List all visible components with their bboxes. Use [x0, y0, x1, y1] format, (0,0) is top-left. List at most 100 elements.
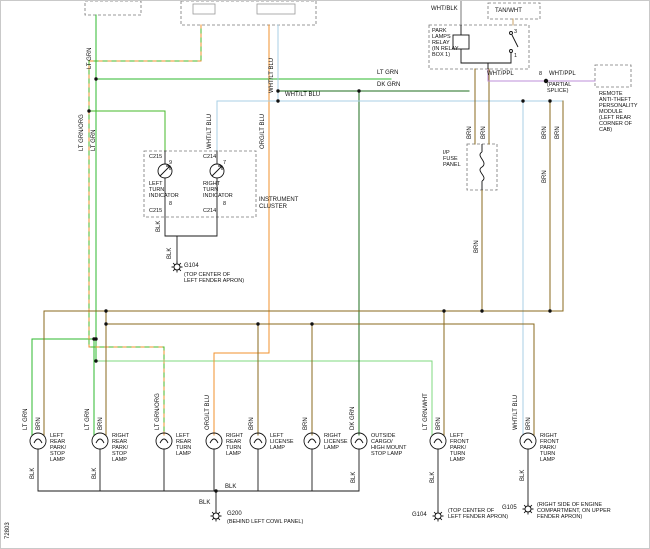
wires-blk-ground — [37, 150, 529, 513]
wire-label-blk-lamp1: BLK — [30, 467, 36, 479]
diagram-number: 72803 — [5, 522, 11, 539]
lamp-label-outside-cargo: OUTSIDE CARGO/ HIGH MOUNT STOP LAMP — [371, 433, 407, 458]
wire-label-wht-ppl-1: WHT/PPL — [487, 71, 514, 77]
wire-label-blk-lamp7: BLK — [351, 471, 357, 483]
park-lamps-relay-box — [428, 24, 530, 70]
right-turn-indicator-label: RIGHT TURN INDICATOR — [203, 181, 233, 200]
wire-label-brn-2: BRN — [481, 126, 487, 139]
fuse-symbol — [479, 144, 485, 190]
connector-c215-bottom: C215 — [149, 208, 163, 214]
wire-label-lamp2-brn: BRN — [98, 417, 104, 430]
wire-label-lamp9-brn: BRN — [526, 417, 532, 430]
lamp-label-right-license: RIGHT LICENSE LAMP — [324, 433, 348, 452]
pin-9: 9 — [169, 160, 173, 166]
wire-label-lamp1-lt-grn: LT GRN — [23, 408, 29, 430]
wire-label-blk-lamp9: BLK — [520, 469, 526, 481]
wire-label-lamp8-brn: BRN — [436, 417, 442, 430]
relay-pin-1: 1 — [514, 53, 518, 59]
wire-label-lamp3-lt-grn-org: LT GRN/ORG — [155, 393, 161, 430]
lamp-label-right-rear-turn: RIGHT REAR TURN LAMP — [226, 433, 244, 458]
ground-g104-upper-id: G104 — [184, 263, 199, 269]
junction-dots — [87, 77, 552, 493]
right-turn-indicator-symbol — [209, 163, 225, 179]
wires-lt-grn — [31, 14, 392, 436]
wire-label-lt-grn-org-left: LT GRN/ORG — [79, 114, 85, 151]
partial-splice-label: (PARTIAL SPLICE) — [547, 82, 572, 95]
ground-g104-id: G104 — [412, 512, 427, 518]
wires-org-lt-blu — [213, 24, 270, 436]
wire-label-dk-grn-horiz: DK GRN — [377, 82, 401, 88]
wire-label-lt-grn-vert: LT GRN — [87, 47, 93, 69]
wire-label-lamp7-dk-grn: DK GRN — [350, 406, 356, 430]
ground-g105-location: (RIGHT SIDE OF ENGINE COMPARTMENT, ON UP… — [537, 502, 611, 521]
wire-label-lt-grn-left: LT GRN — [91, 129, 97, 151]
lamp-symbol-left-front-park-turn — [429, 432, 447, 450]
left-turn-indicator-symbol — [157, 163, 173, 179]
pin-7: 7 — [223, 160, 227, 166]
ground-g200-location: (BEHIND LEFT COWL PANEL) — [227, 519, 304, 525]
wires-wht-lt-blu — [216, 24, 564, 436]
wire-label-lamp2-lt-grn: LT GRN — [85, 408, 91, 430]
connector-c215-top: C215 — [149, 154, 163, 160]
ground-symbol-g200 — [210, 510, 222, 522]
lamp-symbol-left-license — [249, 432, 267, 450]
ground-g104-upper-location: (TOP CENTER OF LEFT FENDER APRON) — [184, 272, 245, 285]
wire-label-blk-lamp8: BLK — [430, 471, 436, 483]
anti-theft-module-label: REMOTE ANTI-THEFT PERSONALITY MODULE (LE… — [599, 91, 638, 134]
lamp-label-right-rear-park-stop: RIGHT REAR PARK/ STOP LAMP — [112, 433, 130, 464]
pin-8-right: 8 — [223, 201, 227, 207]
wire-label-lamp9-wht-lt-blu: WHT/LT BLU — [513, 394, 519, 430]
lamp-label-left-license: LEFT LICENSE LAMP — [270, 433, 294, 452]
wire-label-blk-lamp2: BLK — [92, 467, 98, 479]
lamp-symbol-right-rear-turn — [205, 432, 223, 450]
relay-pin-3: 3 — [514, 29, 518, 35]
wire-label-brn-5: BRN — [542, 170, 548, 183]
lamp-symbols — [29, 432, 537, 450]
wire-label-blk-g200: BLK — [199, 500, 211, 506]
splice-pin-8: 8 — [539, 71, 543, 77]
lamp-symbol-right-rear-park-stop — [91, 432, 109, 450]
ground-symbol-g105 — [522, 503, 534, 515]
fuse-panel-label: I/P FUSE PANEL — [443, 150, 461, 169]
lamp-label-left-front-park-turn: LEFT FRONT PARK/ TURN LAMP — [450, 433, 469, 464]
ground-symbol-g104-upper — [171, 261, 183, 273]
lamp-symbol-outside-cargo — [350, 432, 368, 450]
wire-label-wht-lt-blu-vert: WHT/LT BLU — [269, 57, 275, 93]
wire-label-lamp1-brn: BRN — [36, 417, 42, 430]
wire-label-blk-cluster-1: BLK — [156, 220, 162, 232]
relay-internal-symbol — [452, 25, 519, 69]
wire-label-wht-ppl-2: WHT/PPL — [549, 71, 576, 77]
wires-dk-grn — [277, 90, 470, 436]
connector-c214-bottom: C214 — [203, 208, 217, 214]
ground-g104-location: (TOP CENTER OF LEFT FENDER APRON) — [448, 508, 509, 521]
instrument-cluster-label: INSTRUMENT CLUSTER — [259, 197, 299, 210]
lamp-symbol-right-front-park-turn — [519, 432, 537, 450]
pin-8-left: 8 — [169, 201, 173, 207]
wire-label-brn-6: BRN — [474, 240, 480, 253]
park-lamps-relay-label: PARK LAMPS RELAY (IN RELAY BOX 1) — [432, 28, 459, 59]
left-turn-indicator-label: LEFT TURN INDICATOR — [149, 181, 179, 200]
wires-wht-ppl — [487, 68, 596, 82]
connector-c214-top: C214 — [203, 154, 217, 160]
wire-label-blk-cluster-2: BLK — [167, 247, 173, 259]
wire-label-wht-lt-blu-cluster: WHT/LT BLU — [207, 113, 213, 149]
top-connector-box-left — [84, 1, 142, 16]
wires-lt-grn-org-stripe — [88, 24, 202, 436]
wires-lt-grn-wht — [95, 360, 433, 436]
lamp-label-right-front-park-turn: RIGHT FRONT PARK/ TURN LAMP — [540, 433, 559, 464]
wire-label-lamp8-lt-grn-wht: LT GRN/WHT — [423, 393, 429, 430]
ground-symbol-g104 — [432, 510, 444, 522]
wire-label-lt-grn-horiz: LT GRN — [377, 70, 399, 76]
lamp-symbol-right-license — [303, 432, 321, 450]
wire-label-blk-bus: BLK — [225, 484, 237, 490]
tan-wht-connector-box — [487, 2, 541, 20]
wire-label-wht-blk: WHT/BLK — [431, 6, 458, 12]
wire-label-brn-3: BRN — [542, 126, 548, 139]
lamp-label-left-rear-turn: LEFT REAR TURN LAMP — [176, 433, 192, 458]
wire-label-lamp5-brn: BRN — [249, 417, 255, 430]
wire-label-brn-4: BRN — [555, 126, 561, 139]
wires-brn — [43, 68, 564, 436]
instrument-cluster-box — [143, 150, 257, 218]
